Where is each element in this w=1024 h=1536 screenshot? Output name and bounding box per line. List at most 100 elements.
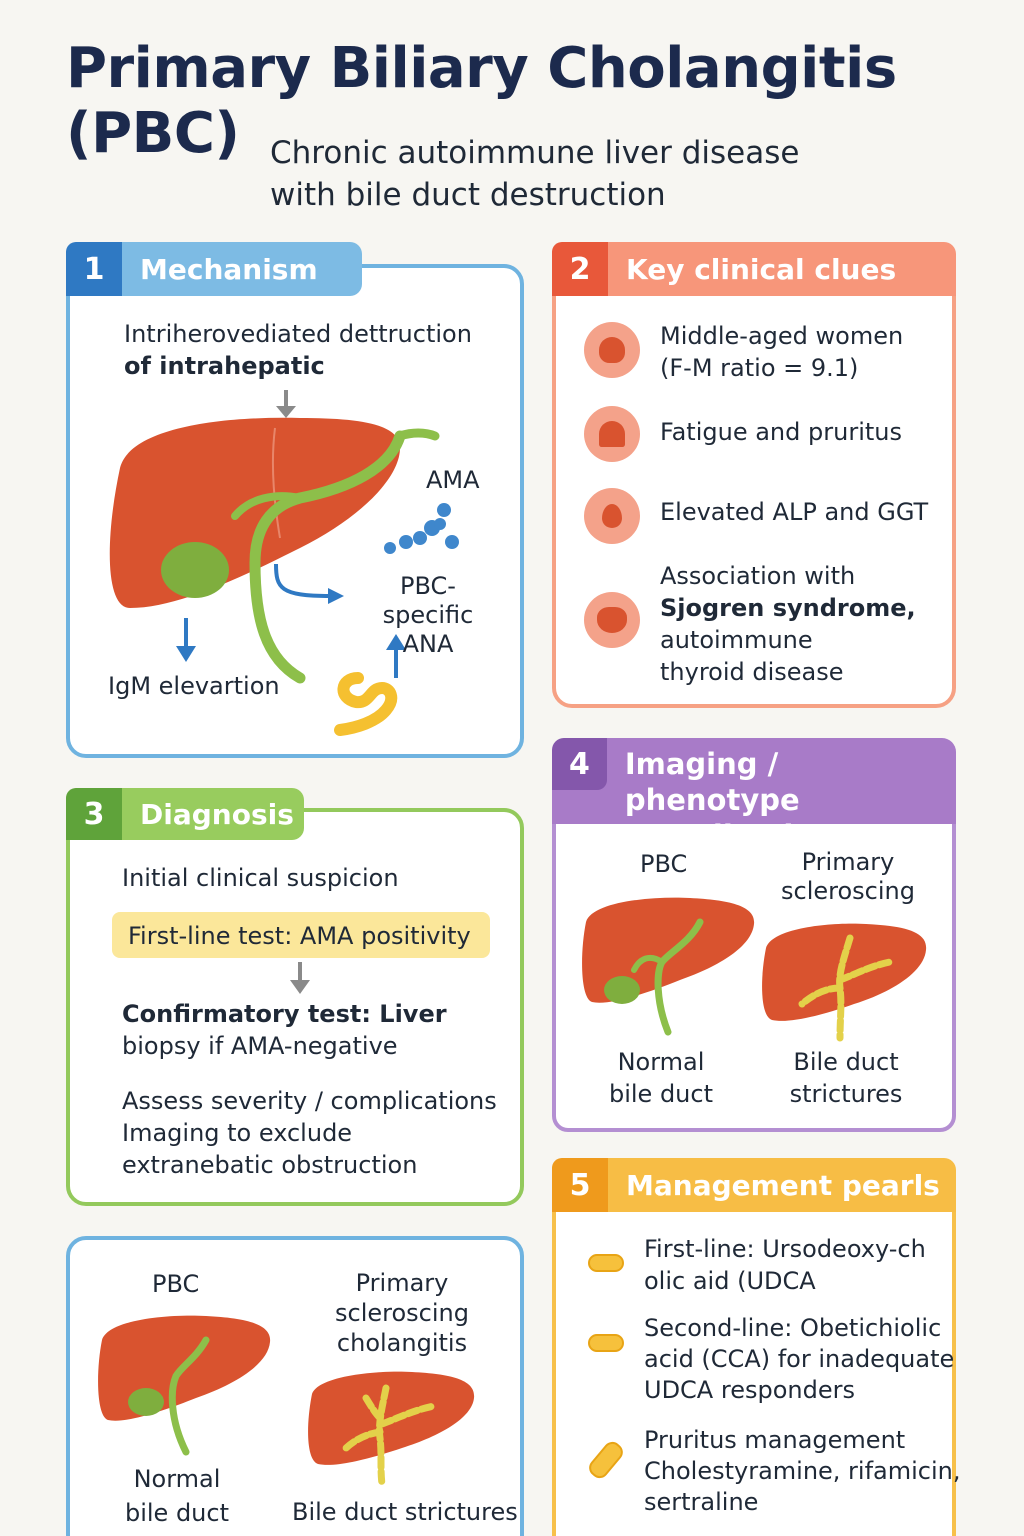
diagnosis-number: 3 <box>66 788 122 840</box>
blood-drop-icon <box>584 488 640 544</box>
clue-4-line4: thyroid disease <box>660 658 844 686</box>
compare-left-caption-line1: Normal <box>133 1465 221 1493</box>
page-subtitle: Chronic autoimmune liver disease with bi… <box>270 132 799 216</box>
management-1-line2: olic aid (UDCA <box>644 1267 816 1295</box>
imaging-label: Imaging / phenotype complications <box>607 738 956 854</box>
imaging-normal-liver <box>582 897 755 1036</box>
clues-header: 2 Key clinical clues <box>552 242 956 296</box>
subtitle-line2: with bile duct destruction <box>270 177 666 213</box>
imaging-right-caption-line1: Bile duct <box>793 1048 899 1076</box>
clues-number: 2 <box>552 242 608 296</box>
imaging-right-caption-line2: strictures <box>789 1080 903 1108</box>
first-line-test-highlight <box>112 912 490 958</box>
confirm-line2: biopsy if AMA-negative <box>122 1032 398 1060</box>
compare-right-caption: Bile duct strictures <box>292 1498 518 1526</box>
first-line-test: First-line test: AMA positivity <box>128 922 471 950</box>
compare-right-title-line2: scleroscing <box>335 1299 469 1327</box>
imaging-left-caption-line2: bile duct <box>608 1080 713 1108</box>
stricture-duct-icon <box>798 934 894 1042</box>
right-arrow-icon <box>274 563 344 604</box>
assess-severity: Assess severity / complications Imaging … <box>122 1085 497 1181</box>
title-line1: Primary Biliary Cholangitis <box>66 36 897 101</box>
mechanism-text-line2: of intrahepatic <box>124 352 325 380</box>
bile-duct-icon <box>249 430 406 684</box>
clue-1-line2: (F-M ratio = 9.1) <box>660 354 859 382</box>
mechanism-label: Mechanism <box>140 252 318 286</box>
title-line2: (PBC) <box>66 101 240 167</box>
gallbladder-icon <box>161 542 229 598</box>
assess-line1: Assess severity / complications <box>122 1087 497 1115</box>
imaging-right-title: Primary scleroscing <box>778 848 918 906</box>
confirmatory-test: Confirmatory test: Liver biopsy if AMA-n… <box>122 998 447 1062</box>
mechanism-text-line1: Intriherovediated dettruction <box>124 320 472 348</box>
liver-icon <box>762 923 927 1021</box>
compare-right-title: Primary scleroscing cholangitis <box>322 1268 482 1358</box>
mechanism-header: 1 Mechanism <box>66 242 362 296</box>
pbc-ana-label: PBC-specific ANA <box>358 572 498 659</box>
clue-1-line1: Middle-aged women <box>660 322 904 350</box>
management-1-line1: First-line: Ursodeoxy-ch <box>644 1235 926 1263</box>
confirm-line1: Confirmatory test: Liver <box>122 1000 447 1028</box>
up-arrow-icon <box>386 634 406 678</box>
diagnosis-header: 3 Diagnosis <box>66 788 304 840</box>
imaging-right-caption: Bile duct strictures <box>776 1046 916 1110</box>
imaging-number: 4 <box>552 738 607 790</box>
clue-4-line1: Association with <box>660 562 856 590</box>
management-item-3: Pruritus management Cholestyramine, rifa… <box>644 1425 961 1518</box>
bile-duct-icon <box>168 1336 210 1456</box>
clue-item-2: Fatigue and pruritus <box>660 418 902 446</box>
diagnosis-initial: Initial clinical suspicion <box>122 864 399 892</box>
management-number: 5 <box>552 1158 608 1212</box>
igm-arrow-icon <box>176 618 196 662</box>
pill-icon <box>588 1254 624 1272</box>
management-label: Management pearls <box>626 1168 940 1202</box>
compare-left-title: PBC <box>152 1270 200 1298</box>
lungs-icon <box>584 592 640 648</box>
down-arrow-icon <box>276 390 296 418</box>
subtitle-line1: Chronic autoimmune liver disease <box>270 135 800 171</box>
mechanism-liver-illustration <box>109 390 459 736</box>
management-3-line3: sertraline <box>644 1488 759 1516</box>
mechanism-text: Intriherovediated dettruction of intrahe… <box>124 318 472 382</box>
imaging-header: 4 Imaging / phenotype complications <box>552 738 956 853</box>
compare-left-caption: Normal bile duct <box>112 1462 242 1530</box>
compare-right-title-line3: cholangitis <box>336 1329 468 1357</box>
management-item-2: Second-line: Obetichiolic acid (CCA) for… <box>644 1313 954 1406</box>
mechanism-number: 1 <box>66 242 122 296</box>
stricture-duct-icon <box>340 1384 438 1488</box>
management-2-line1: Second-line: Obetichiolic <box>644 1314 942 1342</box>
imaging-label-line1: Imaging / phenotype <box>624 747 800 817</box>
clue-item-3: Elevated ALP and GGT <box>660 498 929 526</box>
imaging-left-caption-line1: Normal <box>617 1048 705 1076</box>
imaging-right-title-line1: Primary <box>801 848 895 876</box>
compare-strictures-liver <box>308 1371 475 1488</box>
antibody-dots-icon <box>384 503 459 554</box>
pbc-ana-line1: PBC-specific <box>382 572 474 629</box>
diagnosis-label: Diagnosis <box>140 797 294 831</box>
imaging-strictures-liver <box>762 923 927 1042</box>
compare-left-caption-line2: bile duct <box>124 1499 229 1527</box>
imaging-label-line2: complications <box>624 819 852 853</box>
gallbladder-icon <box>128 1388 164 1416</box>
assess-line2: Imaging to exclude <box>122 1119 353 1147</box>
management-item-1: First-line: Ursodeoxy-ch olic aid (UDCA <box>644 1233 926 1297</box>
igm-label: IgM elevartion <box>108 672 280 700</box>
assess-line3: extranebatic obstruction <box>122 1151 418 1179</box>
imaging-right-title-line2: scleroscing <box>781 877 915 905</box>
management-2-line2: acid (CCA) for inadequate <box>644 1345 955 1373</box>
management-2-line3: UDCA responders <box>644 1376 855 1404</box>
page-title: Primary Biliary Cholangitis (PBC) <box>66 40 897 162</box>
clue-4-line2: Sjogren syndrome, <box>660 594 916 622</box>
management-3-line1: Pruritus management <box>644 1426 906 1454</box>
management-header: 5 Management pearls <box>552 1158 956 1212</box>
imaging-left-caption: Normal bile duct <box>596 1046 726 1110</box>
diagnosis-panel <box>66 808 524 1206</box>
compare-right-title-line1: Primary <box>355 1269 449 1297</box>
clue-4-line3: autoimmune <box>660 626 813 654</box>
clue-item-4: Association with Sjogren syndrome, autoi… <box>660 560 916 688</box>
ama-label: AMA <box>426 466 480 494</box>
pill-icon <box>588 1334 624 1352</box>
imaging-left-title: PBC <box>640 850 688 878</box>
clues-label: Key clinical clues <box>626 252 897 286</box>
gallbladder-icon <box>604 976 640 1004</box>
